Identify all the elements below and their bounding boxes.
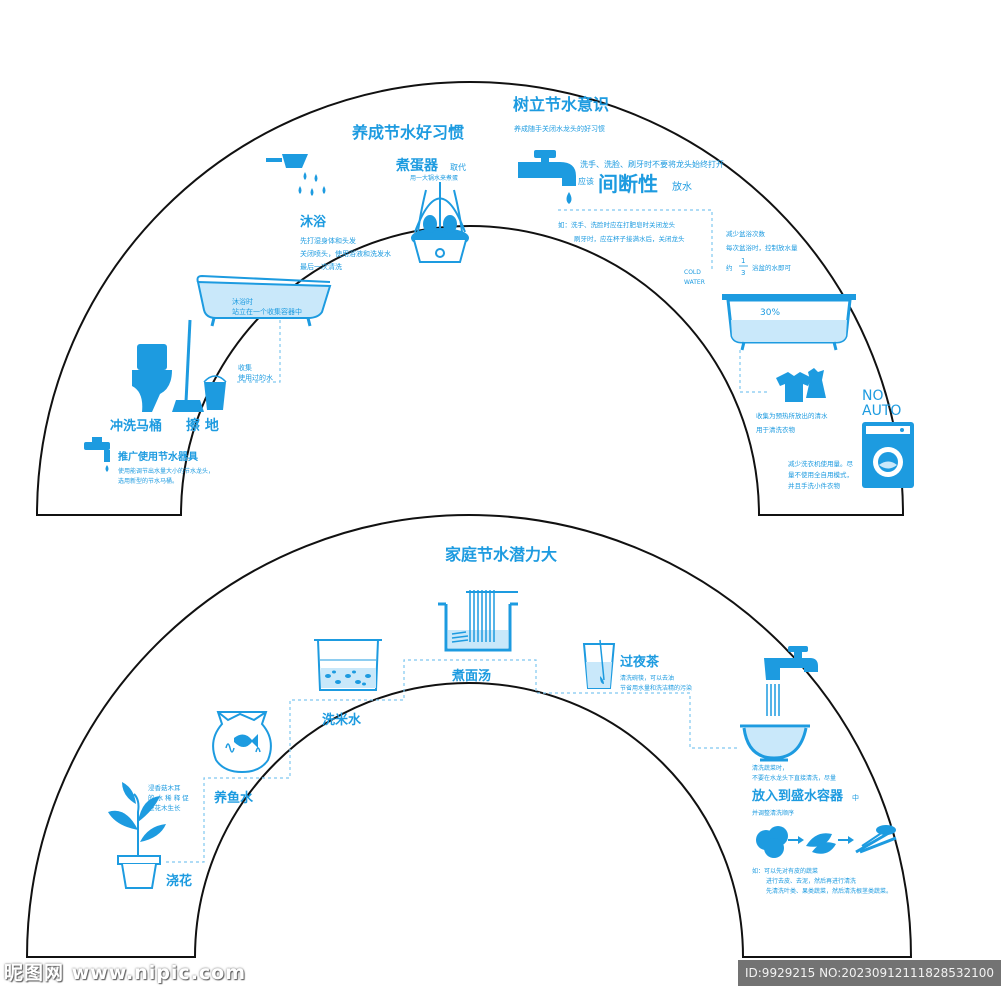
rice-basin-icon — [314, 639, 382, 691]
arrow-right-icon-2 — [838, 836, 854, 844]
flower-note-3: 进花木生长 — [148, 803, 181, 812]
habits-title: 养成节水好习惯 — [351, 123, 464, 142]
flower-pot-icon — [108, 782, 166, 889]
container-label: 放入到盛水容器 — [751, 788, 844, 804]
fraction-denominator: 3 — [741, 269, 745, 277]
noodle-pot-icon — [438, 590, 518, 652]
tub-note-1: 沐浴时 — [232, 297, 253, 306]
awareness-line-1: 洗手、洗脸、刷牙时不要将龙头始终打开 — [580, 159, 724, 169]
vegetables-icon — [756, 825, 897, 858]
tub-note-2: 站立在一个收集容器中 — [232, 307, 302, 316]
container-suffix: 中 — [852, 793, 859, 802]
fixture-line-2: 选用新型的节水马桶。 — [118, 477, 178, 485]
tea-note-2: 节省用水量和洗洁精的污染 — [620, 684, 692, 692]
awareness-dash-2 — [739, 350, 770, 393]
faucet-basin-icon — [740, 646, 818, 762]
shower-line-3: 最后一次清洗 — [300, 262, 342, 271]
laundry-line-2: 用于清洗衣物 — [756, 425, 796, 434]
shower-line-2: 关闭喷头，使用浴液和洗发水 — [300, 249, 391, 258]
watermark-left: 昵图网 www.nipic.com — [4, 962, 247, 984]
bathtub-30-icon — [722, 294, 856, 351]
egg-cooker-sub: 用一大锅水来煮蛋 — [410, 174, 458, 182]
cold-water-1: COLD — [684, 269, 701, 276]
collect-1: 收集 — [238, 363, 252, 372]
veg-note-1: 清洗蔬菜时， — [752, 764, 788, 772]
bath-line-2: 每次盆浴时，控制放水量 — [726, 243, 798, 252]
washer-line-1: 减少洗衣机使用量。尽 — [788, 459, 854, 468]
shower-line-1: 先打湿身体和头发 — [300, 236, 356, 245]
faucet-small-icon — [84, 437, 110, 472]
mop-label: 擦 地 — [186, 417, 219, 434]
no-auto-1: NO — [862, 388, 884, 404]
noodle-label: 煮面汤 — [451, 668, 491, 684]
laundry-line-1: 收集为预热所放出的清水 — [756, 411, 828, 420]
no-auto-2: AUTO — [862, 403, 901, 419]
fraction-numerator: 1 — [741, 257, 745, 265]
stair-path — [166, 659, 740, 863]
flower-note-1: 浸香菇木耳 — [148, 783, 181, 792]
toilet-label: 冲洗马桶 — [110, 418, 162, 434]
fish-bag-icon — [212, 711, 272, 774]
bath-line-3b: 浴盆的水即可 — [752, 263, 792, 272]
bath-line-1: 减少盆浴次数 — [726, 229, 766, 238]
faucet-big-icon — [518, 150, 576, 204]
fixture-line-1: 使用能调节出水量大小的节水龙头， — [118, 467, 214, 475]
veg-note-2: 不要在水龙头下直接清洗，尽量 — [752, 774, 836, 782]
tea-label: 过夜茶 — [620, 654, 660, 670]
fixture-title: 推广使用节水器具 — [118, 450, 198, 463]
carrot-icon — [806, 833, 836, 854]
veg-example-1: 如：可以先对有皮的蔬菜 — [752, 867, 818, 875]
egg-cooker-icon — [411, 182, 469, 263]
tea-note-1: 清洗碗筷，可以去油 — [620, 674, 674, 682]
egg-cooker-title: 煮蛋器 — [395, 157, 439, 174]
flower-label: 浇花 — [166, 873, 192, 889]
awareness-subtitle: 养成随手关闭水龙头的好习惯 — [514, 124, 605, 133]
fish-label: 养鱼水 — [213, 790, 254, 806]
bottom-title: 家庭节水潜力大 — [445, 545, 557, 564]
tea-glass-icon — [582, 639, 616, 689]
washing-machine-icon — [862, 422, 914, 488]
bottom-fan-outline — [25, 514, 913, 958]
awareness-should: 应该 — [578, 176, 594, 186]
veg-example-3: 先清洗叶类、果类蔬菜，然后清洗根茎类蔬菜。 — [766, 887, 892, 895]
awareness-title: 树立节水意识 — [513, 95, 609, 114]
bathtub-icon — [196, 274, 332, 327]
awareness-dash-1 — [558, 209, 713, 270]
greens-icon — [855, 825, 897, 854]
egg-cooker-suffix: 取代 — [450, 162, 466, 172]
veg-example-2: 进行去皮、去泥，然后再进行清洗 — [766, 877, 856, 885]
watermark-right: ID:9929215 NO:20230912111828532100 — [738, 960, 1001, 986]
rice-label: 洗米水 — [322, 712, 362, 728]
example-line-2: 刷牙时，应在杯子接满水后，关闭龙头 — [574, 234, 685, 243]
cold-water-2: WATER — [684, 279, 705, 286]
washer-line-3: 并且手洗小件衣物 — [788, 481, 841, 490]
order-note: 并调整清洗顺序 — [752, 809, 794, 817]
shower-title: 沐浴 — [300, 214, 327, 230]
clothes-icon — [776, 368, 826, 402]
collect-path — [236, 320, 281, 383]
bath-line-3a: 约 — [726, 263, 733, 272]
arrow-right-icon-1 — [788, 836, 804, 844]
shower-icon — [266, 154, 326, 196]
flower-note-2: 的 水 稀 释 促 — [148, 793, 189, 802]
washer-line-2: 量不使用全自用模式， — [788, 470, 853, 479]
mop-icon — [172, 319, 227, 412]
cabbage-icon — [756, 826, 788, 858]
toilet-icon — [132, 344, 172, 412]
collect-2: 使用过的水 — [238, 373, 273, 382]
awareness-water: 放水 — [672, 180, 692, 193]
awareness-big: 间断性 — [598, 172, 658, 196]
bathtub-percent: 30% — [760, 308, 780, 318]
example-line-1: 如：洗手、洗脸时应在打肥皂时关闭龙头 — [558, 220, 676, 229]
